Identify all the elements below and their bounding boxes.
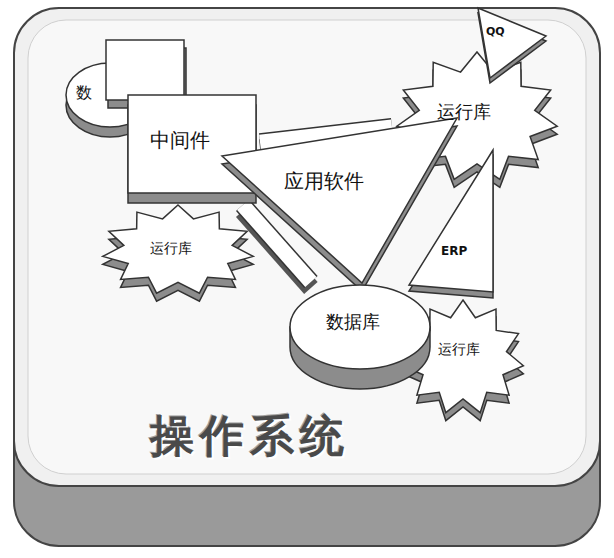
node-label: 运行库 xyxy=(438,342,480,357)
node-label: 运行库 xyxy=(150,241,192,256)
qq-top xyxy=(478,8,546,78)
node-label: 应用软件 xyxy=(284,170,364,192)
cylinder-top xyxy=(290,285,430,369)
erp-triangle-outline xyxy=(405,150,500,300)
tri-top xyxy=(222,118,457,283)
database-cylinder-outline xyxy=(288,282,433,394)
node-label: 中间件 xyxy=(150,129,210,151)
node-label: 数 xyxy=(76,84,92,102)
node-label: QQ xyxy=(486,26,505,38)
slab-inner xyxy=(28,20,586,474)
node-label: 运行库 xyxy=(437,102,491,122)
star-top xyxy=(103,205,253,293)
database-cylinder: 数据库 xyxy=(288,282,433,394)
slab-top xyxy=(14,8,600,486)
node-label: ERP xyxy=(441,245,467,258)
qq-triangle: QQ xyxy=(476,6,556,81)
middleware-block: 中间件 xyxy=(128,95,260,205)
runtime-star: 运行库 xyxy=(98,195,258,305)
node-label: 操作系统 xyxy=(150,412,350,460)
cube-top xyxy=(106,40,184,100)
erp-top xyxy=(409,150,493,292)
qq-triangle-outline xyxy=(476,6,556,81)
erp-triangle: ERP xyxy=(405,150,500,300)
node-label: 数据库 xyxy=(326,312,380,332)
